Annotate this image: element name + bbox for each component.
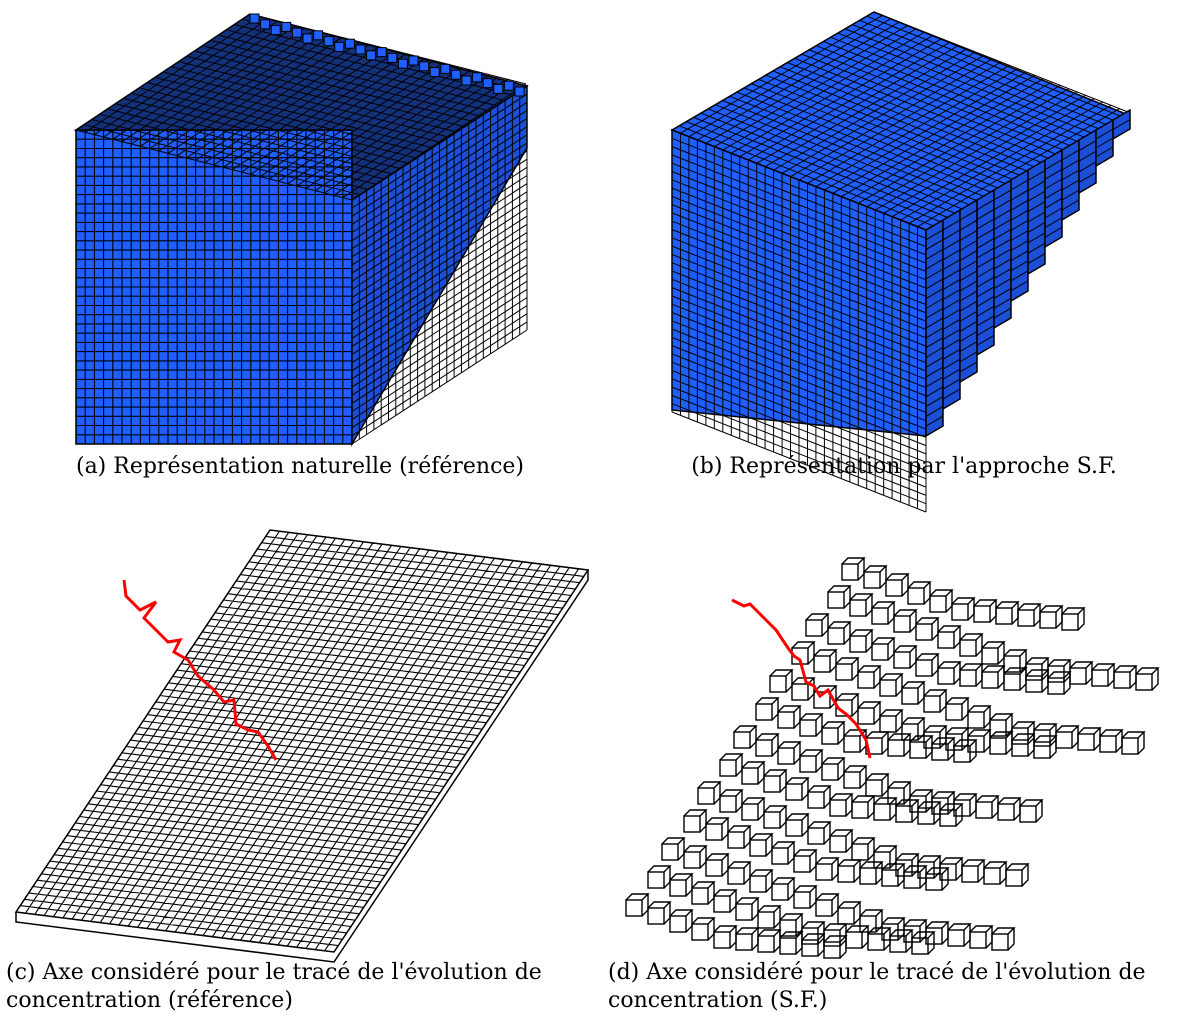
natural-representation-render [73, 13, 529, 447]
side-step-grid [976, 189, 995, 356]
concentration-axis-path [122, 579, 278, 761]
front-face-grid [75, 129, 353, 445]
sf-representation-render [670, 11, 1131, 513]
side-step [942, 208, 961, 411]
caption-b: (b) Représentation par l'approche S.F. [691, 454, 1117, 479]
cube-lattice [625, 557, 1160, 959]
slab-grid [15, 529, 589, 953]
side-step-grid [925, 219, 944, 437]
panel-b: (b) Représentation par l'approche S.F. [596, 0, 1193, 513]
top-steps [249, 13, 525, 97]
caption-d-line2: concentration (S.F.) [608, 988, 828, 1013]
side-step [959, 198, 978, 384]
side-step [1078, 128, 1097, 195]
side-step-grid [1112, 109, 1131, 140]
slab [14, 529, 590, 963]
slab-edge [15, 570, 589, 963]
caption-c-line2: concentration (référence) [6, 988, 293, 1013]
caption-c-line1: (c) Axe considéré pour le tracé de l'évo… [6, 960, 542, 985]
panel-c: (c) Axe considéré pour le tracé de l'évo… [0, 510, 596, 1023]
reference-axis-render [14, 529, 590, 963]
side-face-grid [351, 85, 528, 445]
side-step [925, 218, 944, 438]
concentration-axis-path [731, 598, 872, 759]
front-face-grid [671, 129, 927, 513]
sf-axis-render [625, 557, 1160, 959]
stepped-side [925, 108, 1131, 438]
side-step-grid [942, 209, 961, 410]
caption-a: (a) Représentation naturelle (référence) [75, 454, 525, 479]
side-step-grid [959, 199, 978, 383]
panel-d: (d) Axe considéré pour le tracé de l'évo… [596, 510, 1193, 1023]
top-face-grid [75, 13, 527, 201]
caption-d-line1: (d) Axe considéré pour le tracé de l'évo… [608, 960, 1146, 985]
panel-a: (a) Représentation naturelle (référence) [0, 0, 596, 500]
